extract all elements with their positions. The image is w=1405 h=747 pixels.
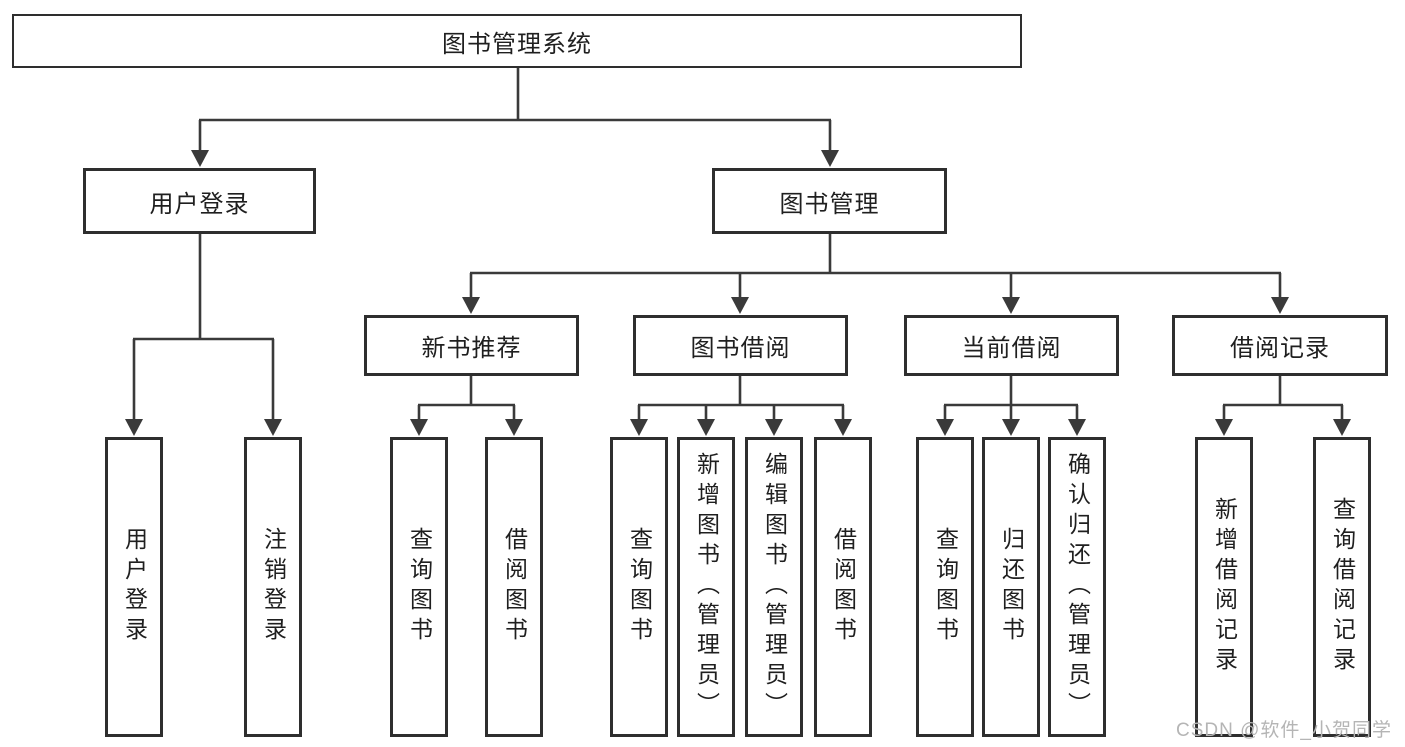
leaf-query-book-borrow-label: 查询图书 bbox=[626, 527, 653, 647]
leaf-logout: 注销登录 bbox=[244, 437, 302, 737]
edge-bookborrow-to-leaves bbox=[630, 376, 852, 436]
leaf-query-book-newrec: 查询图书 bbox=[390, 437, 448, 737]
node-new-book-recommend: 新书推荐 bbox=[364, 315, 579, 376]
leaf-user-login: 用户登录 bbox=[105, 437, 163, 737]
leaf-borrow-book-newrec: 借阅图书 bbox=[485, 437, 543, 737]
leaf-borrow-book-label: 借阅图书 bbox=[830, 527, 857, 647]
edge-borrowrecord-to-leaves bbox=[1215, 376, 1351, 436]
leaf-query-borrow-record: 查询借阅记录 bbox=[1313, 437, 1371, 737]
leaf-user-login-label: 用户登录 bbox=[121, 527, 148, 647]
csdn-watermark: CSDN @软件_小贺同学 bbox=[1176, 720, 1392, 741]
node-current-borrow: 当前借阅 bbox=[904, 315, 1119, 376]
leaf-add-book-admin-label: 新增图书（管理员） bbox=[693, 452, 720, 722]
edge-userlogin-to-leaves bbox=[125, 234, 282, 436]
leaf-return-book: 归还图书 bbox=[982, 437, 1040, 737]
leaf-query-book-borrow: 查询图书 bbox=[610, 437, 668, 737]
leaf-borrow-book: 借阅图书 bbox=[814, 437, 872, 737]
node-borrow-record: 借阅记录 bbox=[1172, 315, 1388, 376]
leaf-logout-label: 注销登录 bbox=[260, 527, 287, 647]
edge-root-to-level2 bbox=[191, 68, 839, 167]
leaf-edit-book-admin: 编辑图书（管理员） bbox=[745, 437, 803, 737]
node-book-management: 图书管理 bbox=[712, 168, 947, 234]
leaf-confirm-return-admin: 确认归还（管理员） bbox=[1048, 437, 1106, 737]
leaf-add-borrow-record-label: 新增借阅记录 bbox=[1211, 497, 1238, 677]
node-user-login: 用户登录 bbox=[83, 168, 316, 234]
edge-bookmgmt-to-level3 bbox=[462, 234, 1289, 314]
edge-newbook-to-leaves bbox=[410, 376, 523, 436]
edge-currentborrow-to-leaves bbox=[936, 376, 1086, 436]
leaf-add-book-admin: 新增图书（管理员） bbox=[677, 437, 735, 737]
leaf-add-borrow-record: 新增借阅记录 bbox=[1195, 437, 1253, 737]
node-book-borrow: 图书借阅 bbox=[633, 315, 848, 376]
leaf-confirm-return-admin-label: 确认归还（管理员） bbox=[1064, 452, 1091, 722]
leaf-query-book-current: 查询图书 bbox=[916, 437, 974, 737]
leaf-borrow-book-newrec-label: 借阅图书 bbox=[501, 527, 528, 647]
leaf-return-book-label: 归还图书 bbox=[998, 527, 1025, 647]
leaf-edit-book-admin-label: 编辑图书（管理员） bbox=[761, 452, 788, 722]
leaf-query-book-newrec-label: 查询图书 bbox=[406, 527, 433, 647]
leaf-query-borrow-record-label: 查询借阅记录 bbox=[1329, 497, 1356, 677]
leaf-query-book-current-label: 查询图书 bbox=[932, 527, 959, 647]
node-library-system: 图书管理系统 bbox=[12, 14, 1022, 68]
